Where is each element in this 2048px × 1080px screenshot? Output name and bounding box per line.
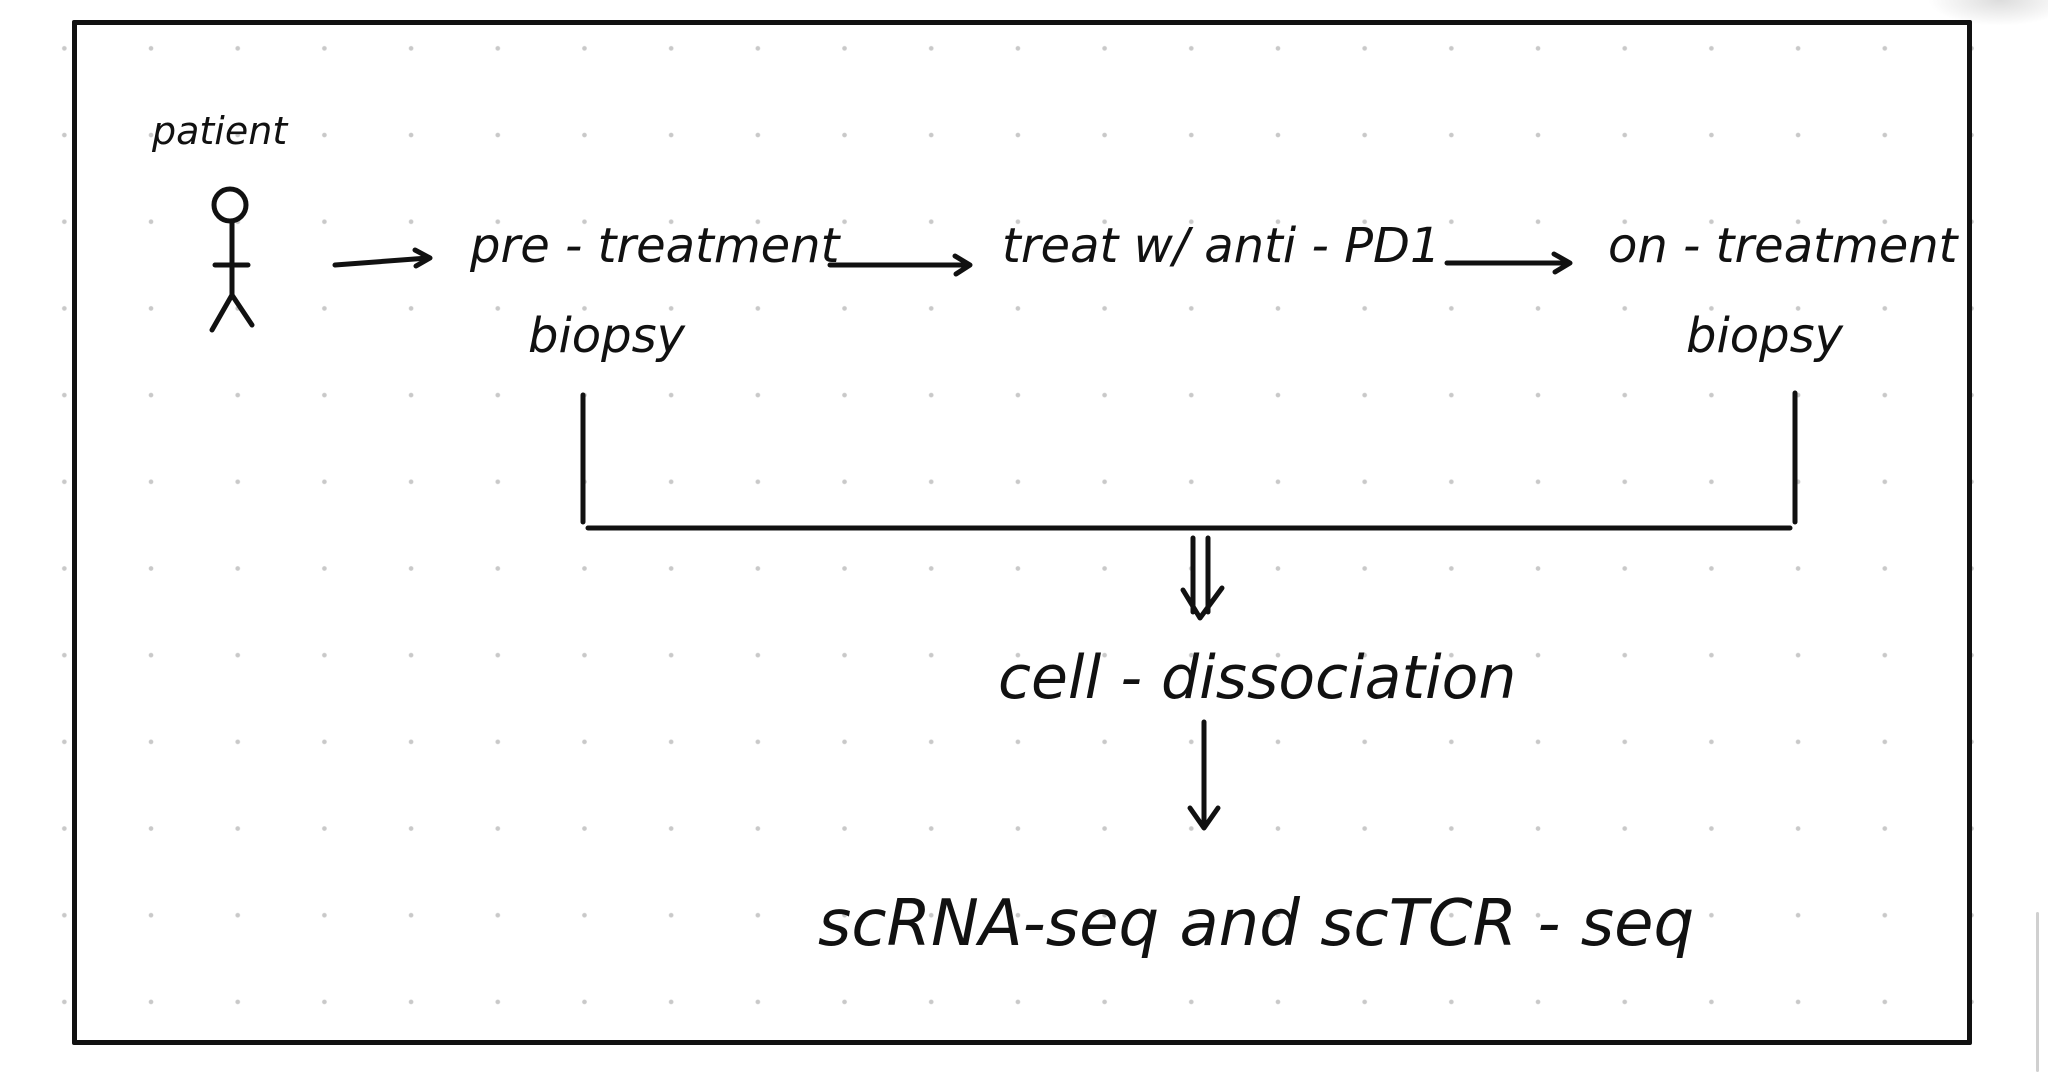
scroll-indicator[interactable] — [2036, 912, 2039, 1072]
stick-figure-icon — [209, 186, 255, 333]
cell-dissociation-label: cell - dissociation — [998, 643, 1517, 713]
arrow-right-icon — [332, 247, 433, 269]
arrow-down-icon — [1187, 719, 1221, 831]
on-treatment-biopsy-label: biopsy — [1686, 308, 1844, 364]
pre-treatment-label: pre - treatment — [470, 218, 840, 274]
double-arrow-down-icon — [1180, 535, 1225, 621]
diagram-frame — [72, 20, 1972, 1045]
arrow-right-icon — [1444, 251, 1573, 275]
treatment-label: treat w/ anti - PD1 — [1002, 218, 1441, 274]
arrow-right-icon — [827, 253, 973, 277]
patient-label: patient — [152, 109, 288, 153]
biopsy-merge-bracket — [580, 390, 1798, 531]
pre-treatment-biopsy-label: biopsy — [528, 308, 686, 364]
sequencing-label: scRNA-seq and scTCR - seq — [818, 887, 1695, 961]
on-treatment-label: on - treatment — [1608, 218, 1958, 274]
